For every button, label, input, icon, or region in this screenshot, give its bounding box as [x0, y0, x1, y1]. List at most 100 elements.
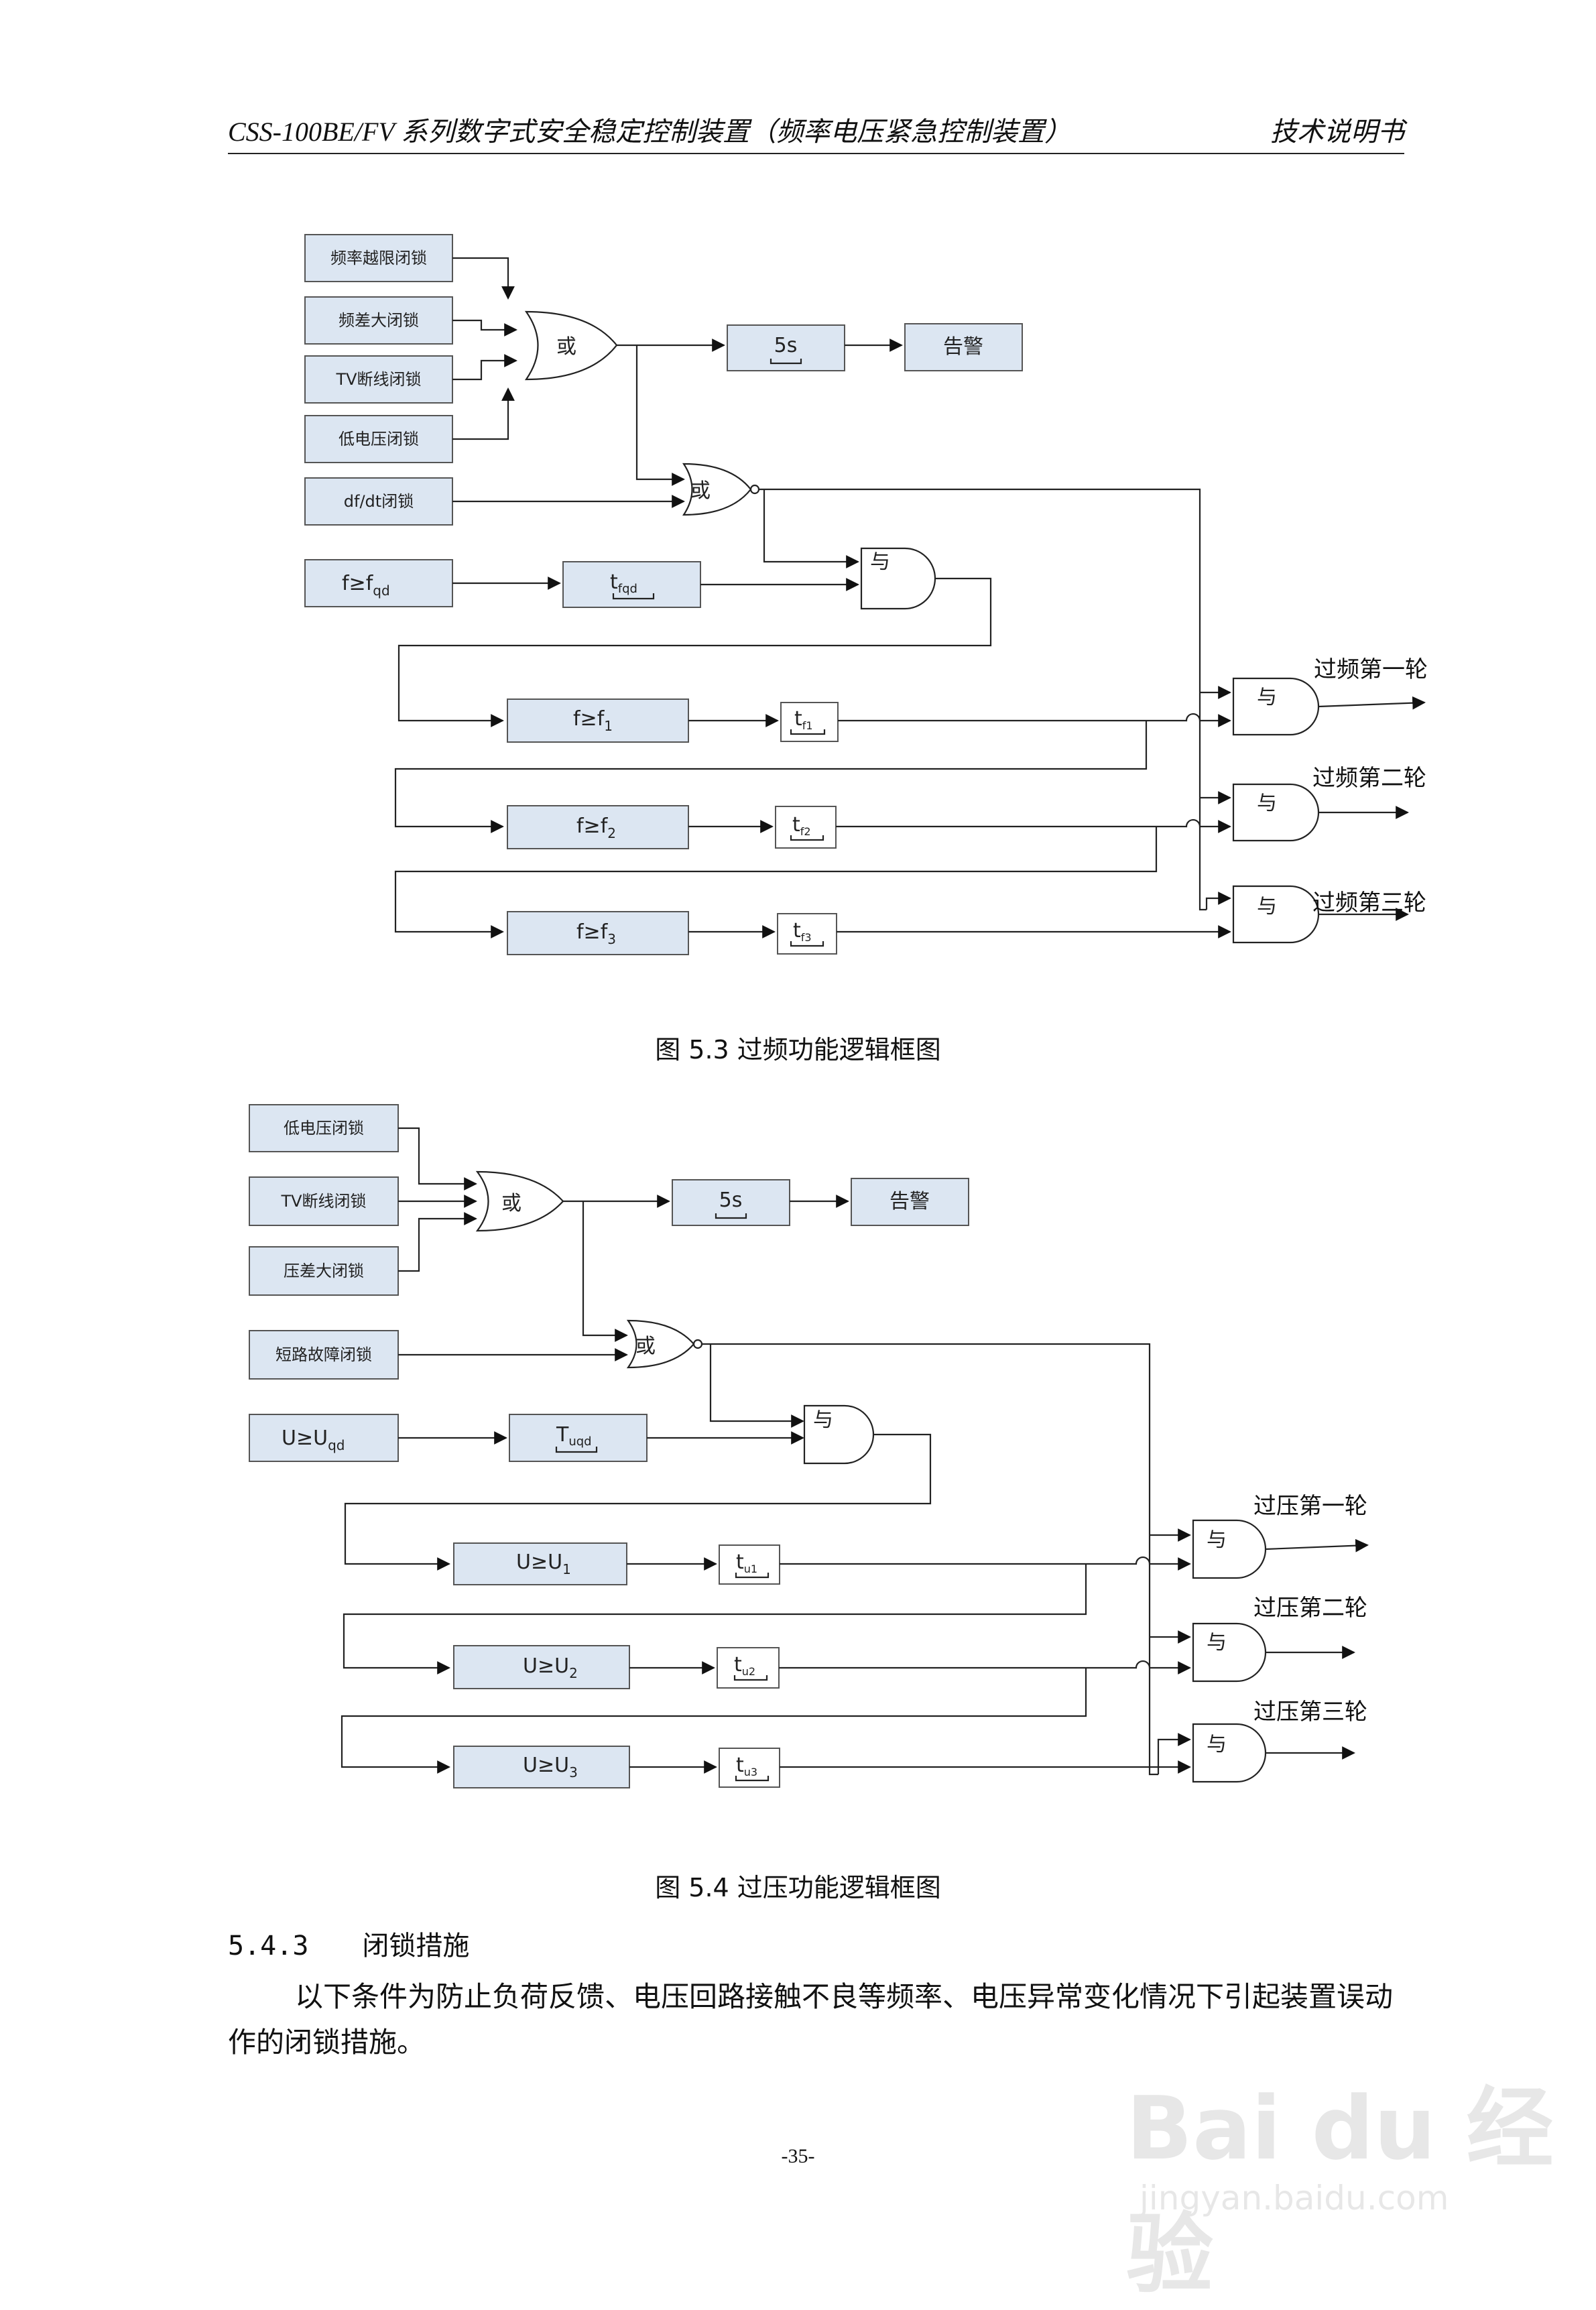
- lock-input-tv-break: TV断线闭锁: [304, 355, 453, 404]
- stage-3-condition: f≥f3: [507, 911, 689, 955]
- stage-2-timer: tu2: [717, 1647, 780, 1689]
- page-number: -35-: [781, 2145, 815, 2167]
- header-title: CSS-100BE/FV 系列数字式安全稳定控制装置（频率电压紧急控制装置）: [228, 117, 1072, 147]
- watermark-url: jingyan.baidu.com: [1140, 2179, 1449, 2217]
- stage-timer-text: tu3: [736, 1754, 757, 1778]
- start-timer-text: Tuqd: [556, 1423, 592, 1449]
- start-cond-text: U≥Uqd: [282, 1426, 345, 1453]
- nor-gate-1: 或: [682, 463, 760, 516]
- lock-input-freq-diff: 频差大闭锁: [304, 296, 453, 345]
- input-label: 低电压闭锁: [339, 430, 419, 448]
- section-heading: 5.4.3 闭锁措施: [228, 1924, 469, 1963]
- stage-timer-text: tu2: [734, 1653, 755, 1678]
- alarm-box: 告警: [851, 1178, 969, 1226]
- stage-3-condition: U≥U3: [453, 1746, 630, 1788]
- stage-2-condition: U≥U2: [453, 1645, 630, 1689]
- and-gate-stage-3: 与: [1232, 885, 1320, 944]
- stage-3-timer: tf3: [777, 913, 837, 955]
- stage-2-condition: f≥f2: [507, 805, 689, 849]
- and-gate-start: 与: [803, 1404, 875, 1465]
- nor-gate-label: 或: [635, 1335, 656, 1358]
- and-gate-stage-1: 与: [1192, 1519, 1267, 1579]
- alarm-box: 告警: [904, 323, 1023, 371]
- and-gate-label: 与: [870, 550, 890, 574]
- input-label: 低电压闭锁: [284, 1119, 364, 1138]
- and-gate-label: 与: [1257, 792, 1277, 815]
- start-timer-text: tfqd: [610, 570, 637, 596]
- stage-cond-text: f≥f1: [573, 707, 613, 734]
- start-cond-text: f≥fqd: [342, 572, 390, 599]
- and-gate-label: 与: [1207, 1528, 1227, 1552]
- input-label: 频差大闭锁: [339, 311, 419, 330]
- overvoltage-logic-diagram: 低电压闭锁 TV断线闭锁 压差大闭锁 短路故障闭锁 或 5s 告警 或 U≥Uq…: [249, 1104, 1369, 1788]
- stage-3-timer: tu3: [719, 1748, 780, 1788]
- stage-1-timer: tu1: [719, 1544, 780, 1585]
- timer-5s: 5s: [672, 1179, 790, 1226]
- and-gate-start: 与: [860, 547, 936, 610]
- stage-1-timer: tf1: [780, 702, 839, 742]
- and-gate-label: 与: [1257, 686, 1277, 709]
- body-paragraph: 以下条件为防止负荷反馈、电压回路接触不良等频率、电压异常变化情况下引起装置误动作…: [228, 1980, 1394, 2059]
- page-header: CSS-100BE/FV 系列数字式安全稳定控制装置（频率电压紧急控制装置） 技…: [228, 113, 1404, 154]
- stage-timer-text: tf3: [793, 919, 812, 944]
- and-gate-label: 与: [813, 1408, 833, 1432]
- stage-timer-text: tu1: [736, 1551, 757, 1575]
- figure-caption-5-4: 图 5.4 过压功能逻辑框图: [655, 1873, 941, 1902]
- baidu-watermark: Bai du 经验 jingyan.baidu.com: [1126, 2051, 1555, 2305]
- stage-2-timer: tf2: [775, 806, 837, 849]
- and-gate-label: 与: [1207, 1631, 1227, 1654]
- lock-input-short-circuit: 短路故障闭锁: [249, 1330, 399, 1380]
- and-gate-stage-2: 与: [1232, 783, 1320, 842]
- and-gate-label: 与: [1207, 1733, 1227, 1756]
- section-number: 5.4.3: [228, 1931, 309, 1961]
- overfrequency-logic-diagram: 频率越限闭锁 频差大闭锁 TV断线闭锁 低电压闭锁 df/dt闭锁 或 5s 告…: [304, 234, 1428, 955]
- output-stage-2: 过频第二轮: [1312, 765, 1426, 792]
- stage-1-condition: U≥U1: [453, 1542, 627, 1585]
- or-gate-label: 或: [501, 1192, 521, 1215]
- output-stage-2: 过压第二轮: [1253, 1595, 1367, 1622]
- or-gate-1: 或: [475, 1170, 564, 1232]
- alarm-label: 告警: [889, 1190, 930, 1213]
- lock-input-dfdt: df/dt闭锁: [304, 477, 453, 526]
- figure-caption-5-3: 图 5.3 过频功能逻辑框图: [655, 1035, 941, 1065]
- or-gate-label: 或: [556, 335, 576, 359]
- input-label: 压差大闭锁: [284, 1262, 364, 1280]
- stage-timer-text: tf1: [794, 707, 813, 732]
- timer-5s-label: 5s: [719, 1189, 743, 1212]
- input-label: TV断线闭锁: [335, 370, 421, 389]
- section-title: 闭锁措施: [362, 1931, 470, 1961]
- start-timer-box: Tuqd: [509, 1414, 648, 1462]
- stage-cond-text: U≥U1: [516, 1551, 571, 1577]
- output-stage-1: 过频第一轮: [1314, 656, 1428, 683]
- input-label: 频率越限闭锁: [330, 249, 427, 267]
- nor-gate-label: 或: [690, 479, 711, 503]
- lock-input-voltage-diff: 压差大闭锁: [249, 1246, 399, 1296]
- output-stage-3: 过压第三轮: [1253, 1699, 1367, 1725]
- and-gate-stage-3: 与: [1192, 1723, 1267, 1783]
- timer-5s-label: 5s: [774, 334, 798, 357]
- header-doc-type: 技术说明书: [1270, 117, 1404, 147]
- timer-5s: 5s: [727, 324, 845, 371]
- stage-cond-text: f≥f3: [576, 920, 616, 947]
- input-label: TV断线闭锁: [280, 1192, 366, 1211]
- input-label: df/dt闭锁: [344, 492, 414, 511]
- alarm-label: 告警: [943, 335, 983, 359]
- output-stage-1: 过压第一轮: [1253, 1493, 1367, 1520]
- lock-input-tv-break: TV断线闭锁: [249, 1176, 399, 1226]
- stage-cond-text: U≥U2: [523, 1654, 578, 1681]
- nor-gate-1: 或: [626, 1319, 703, 1369]
- and-gate-stage-2: 与: [1192, 1622, 1267, 1683]
- output-stage-3: 过频第三轮: [1312, 890, 1426, 916]
- stage-cond-text: f≥f2: [576, 814, 616, 841]
- start-timer-box: tfqd: [562, 561, 701, 608]
- lock-input-low-voltage: 低电压闭锁: [249, 1104, 399, 1152]
- and-gate-stage-1: 与: [1232, 677, 1320, 736]
- lock-input-freq-limit: 频率越限闭锁: [304, 234, 453, 282]
- start-condition-box: U≥Uqd: [249, 1414, 399, 1462]
- stage-cond-text: U≥U3: [523, 1754, 578, 1780]
- and-gate-label: 与: [1257, 895, 1277, 918]
- lock-input-low-voltage: 低电压闭锁: [304, 415, 453, 463]
- stage-1-condition: f≥f1: [507, 698, 689, 743]
- stage-timer-text: tf2: [792, 813, 811, 838]
- start-condition-box: f≥fqd: [304, 559, 453, 607]
